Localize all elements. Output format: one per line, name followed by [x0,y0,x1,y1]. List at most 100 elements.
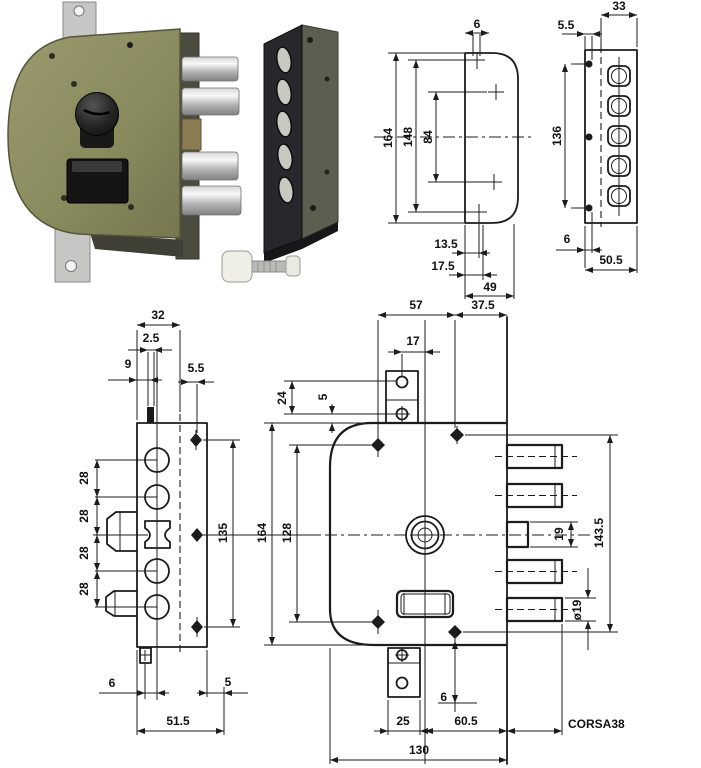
strike-hole [275,46,293,74]
drawing-lock-body: 19 143.5 ø19 57 37.5 17 24 5 164 128 [255,298,625,765]
latch-highlight [72,161,122,172]
dim-label: 60.5 [454,714,478,728]
screw-hole [307,37,313,43]
dim-label: 33 [612,0,626,13]
dim-label: 50.5 [599,253,623,267]
strike-hole [275,78,293,106]
pin-head [221,250,253,283]
dim-label: 28 [77,546,91,560]
fixing-hole-marker [448,625,462,639]
top-slot-tab [147,407,154,423]
drawing-strike-plate: 33 5.5 136 6 50.5 [550,0,638,274]
dim-label: 84 [421,130,435,144]
dim-label: 5 [316,393,330,400]
strike-hole [275,110,293,138]
lock-body-shadow [90,233,183,257]
dim-label: 6 [109,676,116,690]
dim-label: 24 [275,391,289,405]
hole-cross [486,174,502,190]
cylinder-ring [410,520,440,550]
dim-label: 128 [280,523,294,543]
bottom-mount-tab [387,647,421,698]
screw-hole [310,205,316,211]
bolt [181,87,240,116]
dim-label: 148 [401,127,415,147]
strike-bottom-fold [264,222,338,263]
dim-label: 6 [564,232,571,246]
latch-bolt [505,520,530,549]
photo-lock [7,1,242,283]
dim-label: CORSA38 [568,717,625,731]
hole-cross [488,84,504,100]
dim-label: ø19 [570,599,584,620]
dim-label: 143.5 [592,518,606,548]
dim-label: 6 [474,17,481,31]
dim-label: 135 [216,523,230,543]
bolt [181,185,242,216]
drawing-side-view: 6 164 148 84 13.5 17.5 49 [374,17,532,300]
body-outline [328,421,507,647]
screw-dot [127,42,133,48]
screw-dot [61,195,67,201]
handle-slot [395,589,455,619]
drawing-faceplate: 28 28 28 28 6 5 51.5 32 2.5 9 [77,308,318,735]
knob-slot [83,108,111,116]
lock-bolts [181,56,242,216]
key-hole [144,520,171,549]
strike-outline [584,49,638,224]
dim-label: 164 [381,128,395,148]
side-view-outline [464,52,519,224]
screw-dot [324,169,330,175]
dim-label: 49 [483,280,497,294]
pin-tip [285,255,301,277]
hole-cross [469,52,485,69]
dim-label: 13.5 [434,237,458,251]
dim-label: 57 [409,298,423,312]
dim-label: 28 [77,582,91,596]
dim-label: 25 [396,714,410,728]
dim-label: 136 [550,126,564,146]
tab-hole [395,375,409,389]
hole-cross [471,204,487,220]
dim-label: 37.5 [471,298,495,312]
dim-label: 17 [406,334,420,348]
photo-fixing-pin [221,250,301,283]
strike-hole [277,176,295,204]
strike-side-face [301,24,339,240]
dim-label: 5.5 [558,18,575,32]
bolt-group [495,443,577,623]
screw-dot [585,60,593,68]
photo-strike-plate [263,24,339,263]
screw-dot [585,133,593,141]
dim-label: 51.5 [166,714,190,728]
dim-label: 6 [440,690,447,704]
dim-label: 130 [409,743,429,757]
strap-hole [65,260,77,272]
dim-label: 28 [77,471,91,485]
screw-dot [585,204,593,212]
tab-hole [395,676,409,690]
strap-hole [73,5,85,17]
screw-dot [128,204,134,210]
strike-hole [276,143,294,171]
bolt [181,56,239,82]
dim-label: 32 [151,308,165,322]
dim-label: 5.5 [188,361,205,375]
screw-dot [324,76,330,82]
dim-label: 5 [225,675,232,689]
cylinder-hole [405,515,445,555]
dim-label: 19 [552,527,566,541]
bolt [181,151,239,181]
dim-label: 2.5 [143,331,160,345]
latch-bump [105,590,138,617]
strike-holes [275,46,295,204]
fixing-hole-marker [191,528,203,542]
dim-label: 164 [255,523,269,543]
brass-block [181,118,202,151]
screw-dot [71,81,77,87]
dim-label: 9 [125,357,132,371]
dim-label: 17.5 [431,259,455,273]
dim-label: 28 [77,509,91,523]
